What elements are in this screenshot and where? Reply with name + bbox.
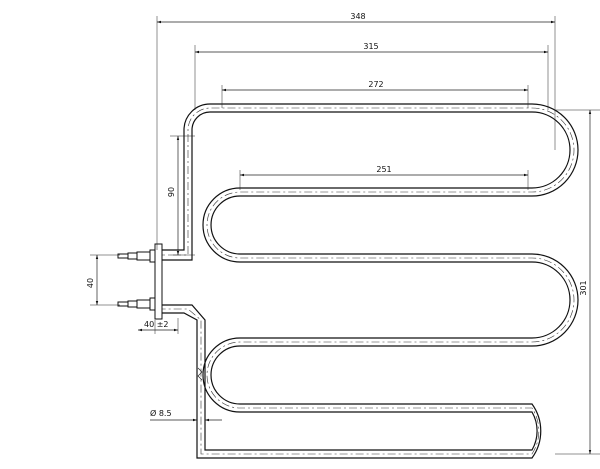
flange-nut-lower — [149, 297, 156, 311]
dim-lead-height: 90 — [167, 187, 176, 197]
serpentine-tube — [157, 103, 579, 459]
dim-overall-height: 301 — [579, 280, 588, 295]
dim-overall-width: 348 — [350, 12, 365, 21]
dim-width-2: 315 — [363, 42, 378, 51]
mounting-flange — [154, 243, 163, 320]
flange-nut-upper — [149, 249, 156, 263]
extension-lines — [90, 16, 600, 455]
tube-inner-wall — [157, 103, 579, 459]
terminal-upper — [117, 251, 151, 261]
dim-width-3: 272 — [368, 80, 383, 89]
tube-outer-wall — [157, 111, 571, 451]
tube-break-mark — [197, 367, 203, 381]
dim-flange-offset: 40 ±2 — [144, 320, 169, 329]
terminal-lower — [117, 299, 151, 309]
dim-width-4: 251 — [376, 165, 391, 174]
dim-tube-diameter: Ø 8.5 — [150, 408, 172, 418]
dim-terminal-spacing: 40 — [86, 278, 95, 288]
tube-center-line — [157, 107, 575, 455]
